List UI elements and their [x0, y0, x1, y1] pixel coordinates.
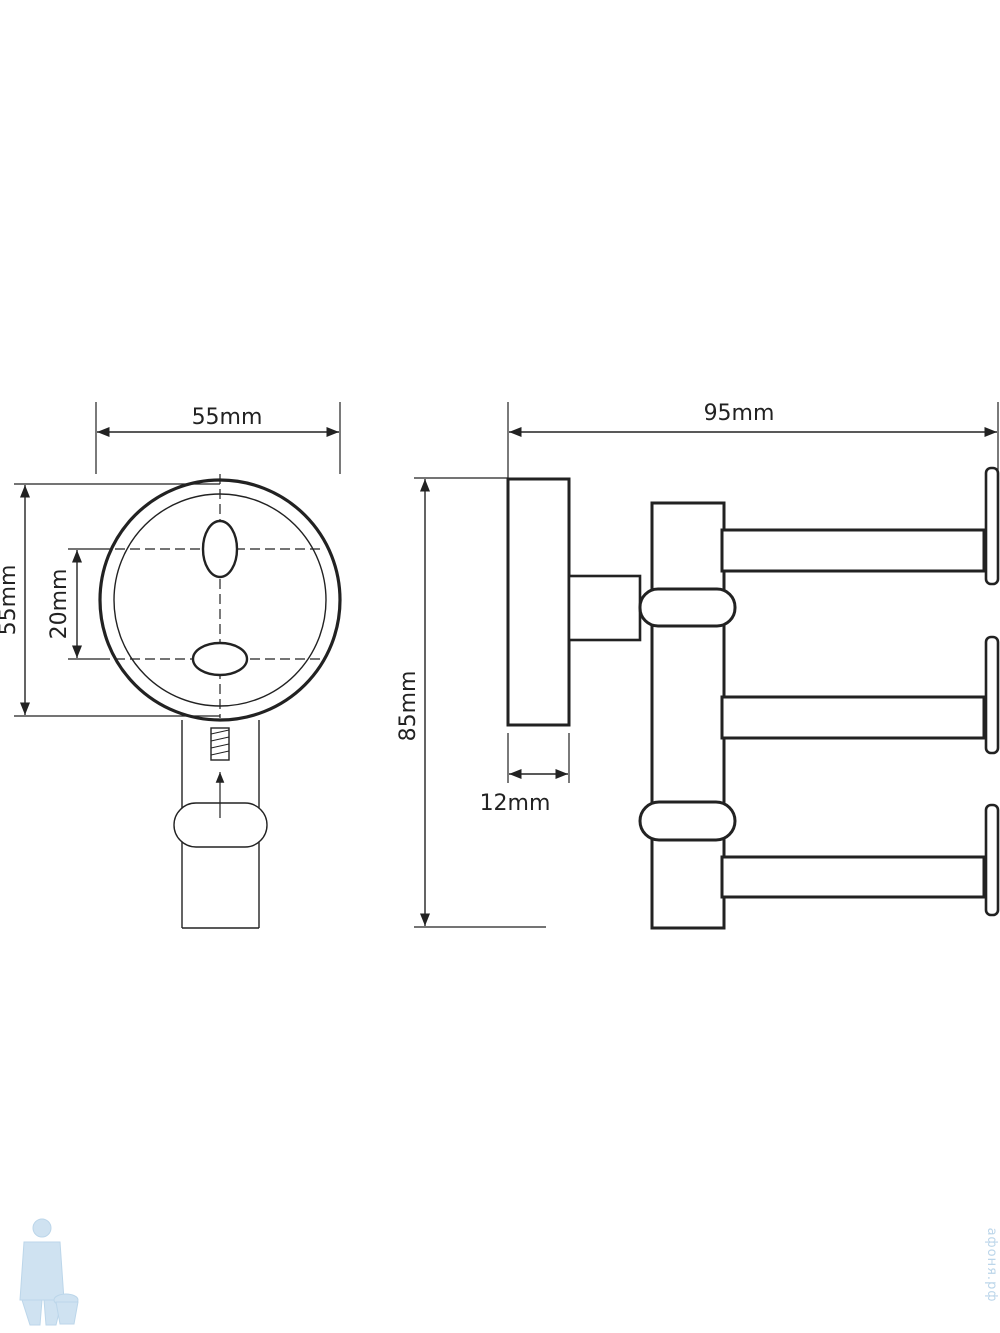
swivel-joint-lower	[638, 800, 737, 842]
plumber-mascot-icon	[19, 1218, 79, 1326]
lower-mounting-slot	[191, 641, 249, 677]
pivot-column	[650, 501, 726, 930]
side-height-label: 85mm	[396, 671, 421, 742]
swivel-arm-top	[720, 528, 986, 573]
front-width-label: 55mm	[192, 405, 263, 430]
swivel-joint-upper	[638, 587, 737, 628]
arm-end-cap-bottom	[984, 803, 1000, 917]
arm-end-cap-top	[984, 466, 1000, 586]
arm-end-cap-middle	[984, 635, 1000, 755]
swivel-arm-bottom	[720, 855, 986, 899]
connector-stem	[567, 574, 642, 642]
base-thickness-label: 12mm	[480, 791, 551, 816]
swivel-arm-middle	[720, 695, 986, 740]
hole-spacing-label: 20mm	[47, 569, 72, 640]
side-depth-label: 95mm	[704, 401, 775, 426]
front-height-label: 55mm	[0, 565, 21, 636]
upper-mounting-slot	[201, 519, 239, 579]
wall-plate	[506, 477, 571, 727]
side-view	[414, 402, 1000, 930]
set-screw	[210, 727, 230, 761]
front-view	[14, 402, 342, 929]
watermark-site-text: афоня.рф	[984, 1228, 999, 1303]
